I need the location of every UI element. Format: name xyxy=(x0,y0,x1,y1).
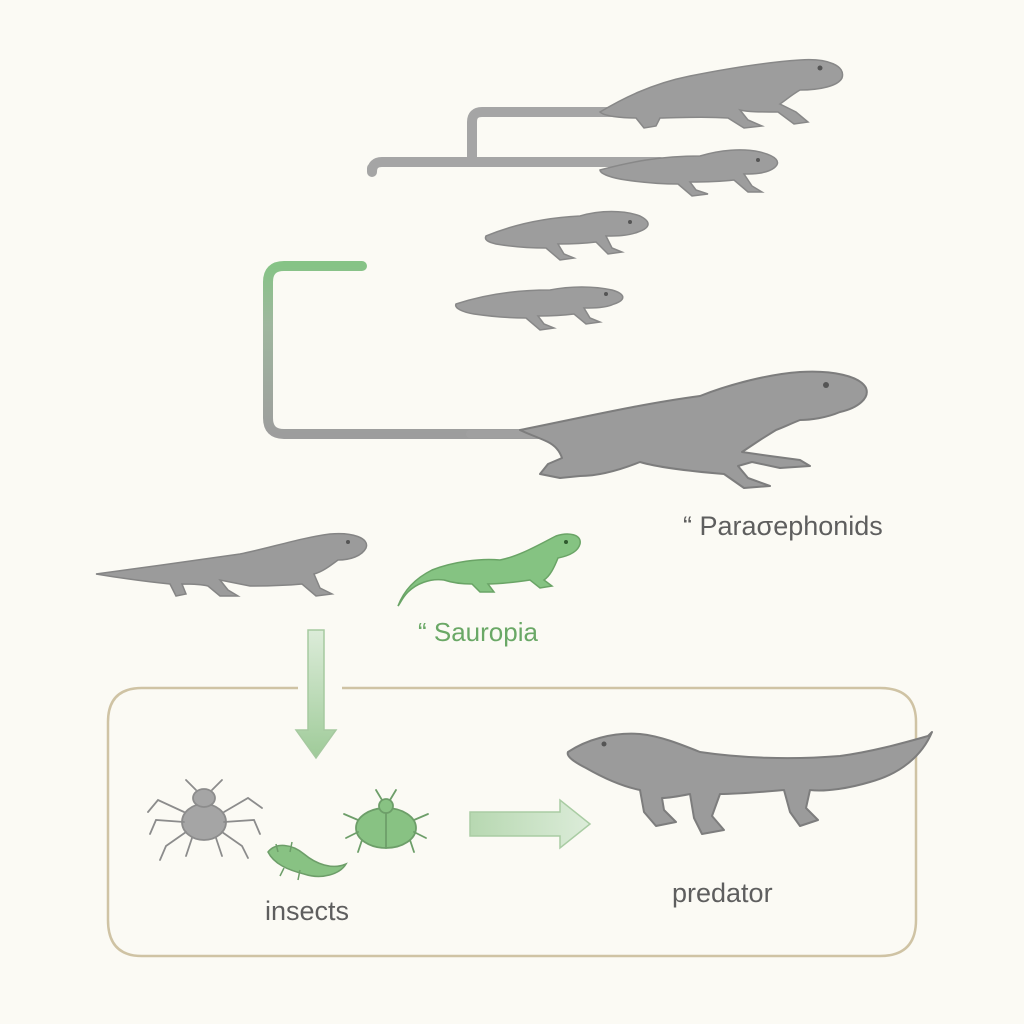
monitor-lizard-icon xyxy=(566,731,933,835)
lizard-upper xyxy=(599,149,779,197)
lizard-middle xyxy=(484,210,649,261)
label-sauropia: “ Sauropia xyxy=(418,617,538,647)
lizard-green-sauropia xyxy=(397,533,581,607)
down-arrow-icon xyxy=(294,629,338,760)
spider-icon xyxy=(147,779,263,861)
label-insects: insects xyxy=(265,896,350,926)
lizard-gray-left xyxy=(95,532,368,597)
branch-base xyxy=(263,261,565,439)
ecology-box xyxy=(106,686,918,958)
lizard-large-base xyxy=(519,370,868,489)
larva-icon xyxy=(267,841,348,881)
beetle-icon xyxy=(343,789,429,853)
label-predator: predator xyxy=(672,878,773,908)
branch-top-split xyxy=(467,107,665,167)
lizard-top xyxy=(598,58,844,129)
right-arrow-icon xyxy=(469,798,592,850)
phylogeny-branches xyxy=(263,107,665,439)
lizard-lower xyxy=(454,286,624,331)
label-paraphonids: “ Paraσephonids xyxy=(683,511,883,541)
